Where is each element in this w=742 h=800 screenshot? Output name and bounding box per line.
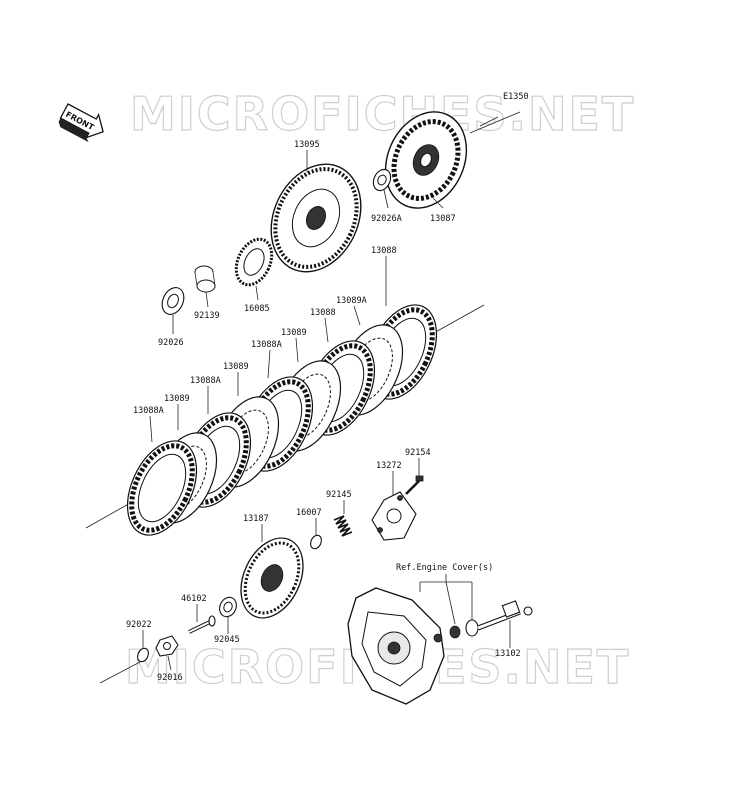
part-label-13088A-a: 13088A	[251, 340, 282, 350]
nut-92016	[155, 635, 179, 657]
reference-engine-cover-label: Ref.Engine Cover(s)	[396, 563, 493, 573]
part-label-92026A: 92026A	[371, 214, 402, 224]
part-label-13272: 13272	[376, 461, 402, 471]
washer-92026A	[372, 168, 392, 192]
part-label-92045: 92045	[214, 635, 240, 645]
spring-92145	[333, 515, 353, 537]
push-rod-46102	[188, 615, 216, 634]
part-label-92016: 92016	[157, 673, 183, 683]
watermark-top: MICROFICHES.NET	[130, 87, 635, 141]
part-label-13088A-b: 13088A	[190, 376, 221, 386]
part-label-13102: 13102	[495, 649, 521, 659]
diagram-code: E1350	[503, 92, 529, 102]
clutch-plate-stack	[126, 304, 438, 536]
cover-seal-a	[449, 625, 461, 639]
engine-cover-reference	[347, 587, 445, 705]
part-label-92022: 92022	[126, 620, 152, 630]
release-shaft-13102	[477, 600, 533, 631]
part-label-92145: 92145	[326, 490, 352, 500]
clutch-housing-13087	[384, 111, 468, 209]
ring-16007	[310, 534, 322, 550]
washer-92026	[161, 287, 185, 315]
clutch-hub-13095	[270, 163, 362, 273]
cover-seal-b	[465, 619, 479, 637]
part-label-13088A-c: 13088A	[133, 406, 164, 416]
part-label-92154: 92154	[405, 448, 431, 458]
part-label-13088-top: 13088	[371, 246, 397, 256]
part-label-13089-a: 13089	[281, 328, 307, 338]
bearing-92045	[219, 596, 237, 618]
part-label-13088: 13088	[310, 308, 336, 318]
part-label-92026: 92026	[158, 338, 184, 348]
sleeve-92139	[194, 265, 216, 293]
lifter-plate-13272	[371, 491, 417, 541]
gear-16085	[234, 237, 274, 287]
friction-plate-13088A-c	[126, 440, 198, 536]
part-label-16085: 16085	[244, 304, 270, 314]
bolt-92154	[405, 475, 424, 495]
washer-92022	[137, 647, 149, 663]
part-label-13087: 13087	[430, 214, 456, 224]
front-arrow-icon: FRONT	[58, 103, 104, 143]
part-label-13187: 13187	[243, 514, 269, 524]
part-label-16007: 16007	[296, 508, 322, 518]
part-label-13089-b: 13089	[223, 362, 249, 372]
part-label-13095: 13095	[294, 140, 320, 150]
part-label-13089-c: 13089	[164, 394, 190, 404]
part-label-13089A: 13089A	[336, 296, 367, 306]
part-label-92139: 92139	[194, 311, 220, 321]
part-label-46102: 46102	[181, 594, 207, 604]
pressure-plate-13187	[240, 537, 304, 619]
